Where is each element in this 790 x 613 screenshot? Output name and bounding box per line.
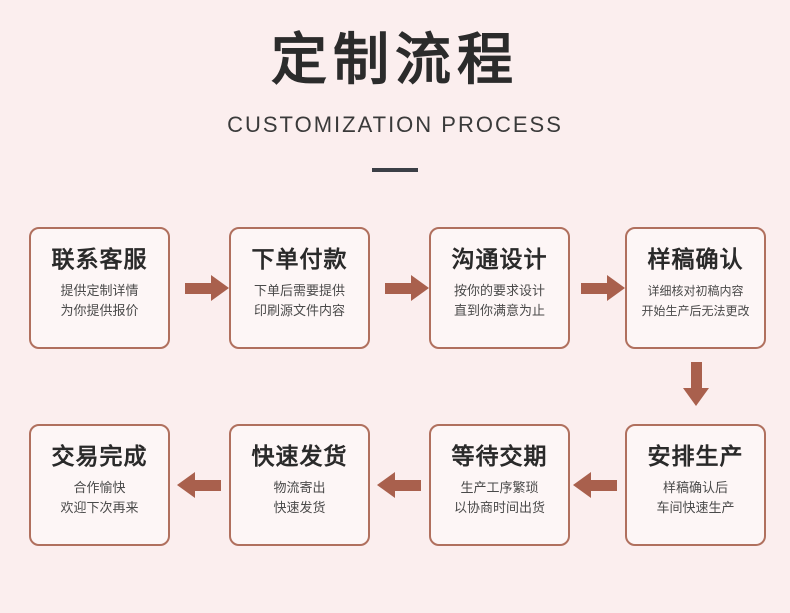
page-title: 定制流程 <box>271 28 519 91</box>
step-4-title: 样稿确认 <box>647 246 744 272</box>
step-2-title: 下单付款 <box>251 246 348 272</box>
page-subtitle: CUSTOMIZATION PROCESS <box>227 112 563 137</box>
arrow-right-2 <box>385 275 429 301</box>
title-divider <box>372 168 418 172</box>
step-6-line2: 以协商时间出货 <box>453 500 545 515</box>
step-3-title: 沟通设计 <box>451 246 548 272</box>
step-card-8: 交易完成 合作愉快 欢迎下次再来 <box>29 424 170 546</box>
arrow-down-1 <box>683 362 709 406</box>
step-card-5: 安排生产 样稿确认后 车间快速生产 <box>625 424 766 546</box>
step-7-line2: 快速发货 <box>273 500 326 515</box>
step-8-line1: 合作愉快 <box>73 480 126 495</box>
step-3-line2: 直到你满意为止 <box>453 303 545 318</box>
step-7-line1: 物流寄出 <box>273 480 326 495</box>
arrow-left-2 <box>377 472 421 498</box>
step-8-line2: 欢迎下次再来 <box>60 500 139 515</box>
arrow-left-3 <box>177 472 221 498</box>
step-5-line2: 车间快速生产 <box>656 500 735 515</box>
step-card-1: 联系客服 提供定制详情 为你提供报价 <box>29 227 170 349</box>
step-2-line2: 印刷源文件内容 <box>253 303 345 318</box>
step-3-line1: 按你的要求设计 <box>453 283 545 298</box>
arrow-left-1 <box>573 472 617 498</box>
step-1-line2: 为你提供报价 <box>60 303 139 318</box>
step-card-7: 快速发货 物流寄出 快速发货 <box>229 424 370 546</box>
step-6-line1: 生产工序繁琐 <box>460 480 539 495</box>
step-1-line1: 提供定制详情 <box>60 283 139 298</box>
step-5-line1: 样稿确认后 <box>662 480 728 495</box>
step-4-line2: 开始生产后无法更改 <box>641 304 750 318</box>
step-card-4: 样稿确认 详细核对初稿内容 开始生产后无法更改 <box>625 227 766 349</box>
step-card-3: 沟通设计 按你的要求设计 直到你满意为止 <box>429 227 570 349</box>
step-7-title: 快速发货 <box>251 443 348 469</box>
step-5-title: 安排生产 <box>647 443 744 469</box>
arrow-right-1 <box>185 275 229 301</box>
step-6-title: 等待交期 <box>451 443 548 469</box>
step-card-2: 下单付款 下单后需要提供 印刷源文件内容 <box>229 227 370 349</box>
step-4-line1: 详细核对初稿内容 <box>647 284 744 298</box>
step-1-title: 联系客服 <box>51 246 148 272</box>
step-8-title: 交易完成 <box>51 443 148 469</box>
step-2-line1: 下单后需要提供 <box>253 283 345 298</box>
arrow-right-3 <box>581 275 625 301</box>
step-card-6: 等待交期 生产工序繁琐 以协商时间出货 <box>429 424 570 546</box>
